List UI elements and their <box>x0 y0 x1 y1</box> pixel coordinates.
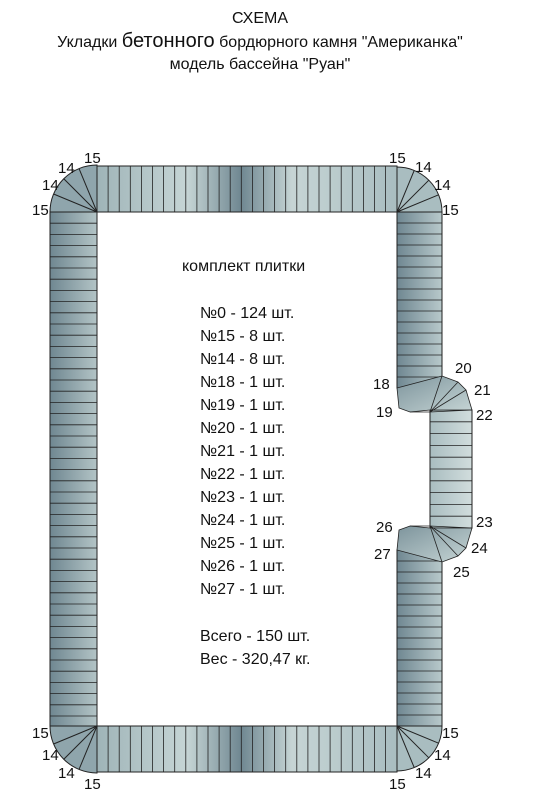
bump-transition-tiles <box>396 375 473 563</box>
kit-total: Всего - 150 шт. <box>200 628 311 645</box>
bottom-tile-joints <box>107 726 387 772</box>
kit-weight: Вес - 320,47 кг. <box>200 651 311 668</box>
label-top-left-14b: 14 <box>42 177 59 194</box>
tile-joint <box>429 381 459 413</box>
label-bottom-left-14b: 14 <box>58 765 75 782</box>
title-line-2-prefix: Укладки <box>57 34 122 51</box>
tile-joint <box>396 725 430 759</box>
tile-joint <box>429 389 467 413</box>
label-25: 25 <box>453 564 470 581</box>
label-bottom-left-14a: 14 <box>42 747 59 764</box>
tile-joint <box>429 525 467 549</box>
title-line-2: Укладки бетонного бордюрного камня "Амер… <box>0 30 520 54</box>
label-top-left-14a: 14 <box>58 160 75 177</box>
tile-number-labels: 15 14 14 15 15 14 14 15 15 14 14 15 15 1… <box>32 150 493 793</box>
label-21: 21 <box>474 382 491 399</box>
label-bottom-left-15b: 15 <box>84 776 101 793</box>
kit-info: комплект плитки №0 - 124 шт. №15 - 8 шт.… <box>182 255 311 671</box>
bottom-border-run <box>96 725 398 773</box>
label-24: 24 <box>471 540 488 557</box>
tile-joint <box>396 725 415 768</box>
label-top-right-14a: 14 <box>415 159 432 176</box>
kit-item: №26 - 1 шт. <box>200 558 286 575</box>
tile-joint <box>429 525 459 557</box>
label-22: 22 <box>476 407 493 424</box>
top-border-run <box>96 165 398 213</box>
kit-spacer <box>182 601 311 625</box>
kit-item: №18 - 1 шт. <box>200 374 286 391</box>
label-bottom-left-15a: 15 <box>32 725 49 742</box>
kit-item: №24 - 1 шт. <box>200 512 286 529</box>
label-bottom-right-15b: 15 <box>389 776 406 793</box>
tile-joint <box>53 193 98 213</box>
label-bottom-right-15a: 15 <box>442 725 459 742</box>
kit-item: №15 - 8 шт. <box>200 328 286 345</box>
kit-item: №21 - 1 шт. <box>200 443 286 460</box>
label-top-right-14b: 14 <box>434 177 451 194</box>
label-top-right-15b: 15 <box>442 202 459 219</box>
kit-item: №23 - 1 шт. <box>200 489 286 506</box>
right-upper-tile-joints <box>397 222 442 378</box>
tile-joint <box>78 168 98 213</box>
tile-joint <box>78 725 98 770</box>
kit-item: №0 - 124 шт. <box>200 305 295 322</box>
label-18: 18 <box>373 376 390 393</box>
tile-joint <box>396 725 439 744</box>
label-top-right-15a: 15 <box>389 150 406 167</box>
kit-item: №20 - 1 шт. <box>200 420 286 437</box>
title-line-3: модель бассейна "Руан" <box>169 56 351 73</box>
label-19: 19 <box>376 404 393 421</box>
kit-item: №22 - 1 шт. <box>200 466 286 483</box>
left-tile-joints <box>50 222 97 717</box>
label-26: 26 <box>376 519 393 536</box>
label-27: 27 <box>374 546 391 563</box>
tile-joint <box>396 179 430 213</box>
title-line-1: СХЕМА <box>232 10 288 27</box>
label-top-left-15a: 15 <box>84 150 101 167</box>
corner-tiles <box>49 164 443 774</box>
bump-tile-joints <box>430 421 472 517</box>
tile-joint <box>53 725 98 745</box>
kit-item: №19 - 1 шт. <box>200 397 286 414</box>
tile-joint <box>63 178 98 213</box>
tile-joint <box>396 194 439 213</box>
title-line-2-suffix: бордюрного камня "Американка" <box>214 34 463 51</box>
tile-joint <box>429 375 443 413</box>
top-tile-joints <box>107 166 387 212</box>
label-bottom-right-14b: 14 <box>415 765 432 782</box>
title-block: СХЕМА Укладки бетонного бордюрного камня… <box>0 8 520 76</box>
kit-item: №27 - 1 шт. <box>200 581 286 598</box>
label-20: 20 <box>455 360 472 377</box>
label-bottom-right-14a: 14 <box>434 747 451 764</box>
kit-item: №14 - 8 шт. <box>200 351 286 368</box>
tile-joint <box>429 409 473 413</box>
tile-joint <box>63 725 98 760</box>
label-23: 23 <box>476 514 493 531</box>
tile-joint <box>429 525 443 563</box>
tile-joint <box>396 170 415 213</box>
kit-item: №25 - 1 шт. <box>200 535 286 552</box>
title-line-2-emphasis: бетонного <box>121 30 215 52</box>
right-lower-tile-joints <box>397 560 442 716</box>
kit-title: комплект плитки <box>182 258 306 275</box>
tile-joint <box>429 525 473 529</box>
label-top-left-15b: 15 <box>32 202 49 219</box>
